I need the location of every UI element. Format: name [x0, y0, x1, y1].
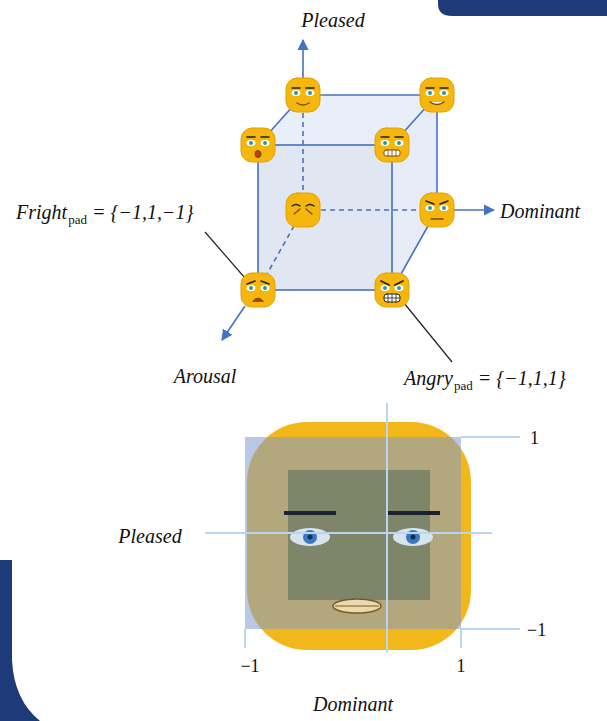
emotion-face-part-part [388, 150, 396, 156]
subscript-label: pad [454, 378, 473, 394]
emotion-face-part-part [286, 193, 320, 227]
face-parameter-grid [205, 403, 520, 652]
face-parameter-grid-part-part [244, 629, 246, 648]
face-parameter-grid-part-part [461, 628, 520, 630]
pad-cube-part-part [303, 94, 437, 96]
tick-label: −1 [240, 656, 259, 677]
emotion-face-part-part [431, 218, 443, 219]
emotion-face-part-part [420, 78, 454, 112]
emotion-face-part-part [375, 273, 409, 307]
tick-label: 1 [457, 656, 466, 677]
face-parameter-grid-part [288, 470, 430, 600]
pad-cube-part-part [258, 95, 437, 290]
face-parameter-grid-part [411, 535, 416, 540]
tick-label-group: −1 [527, 620, 546, 641]
face-parameter-grid-part-part [205, 532, 492, 534]
face-parameter-grid-part [284, 511, 440, 515]
emotion-face-part-part [381, 136, 403, 138]
pad-cube-part [392, 95, 437, 290]
emotion-face-part-part [384, 294, 400, 302]
emotion-face-part-part [292, 205, 314, 207]
pad-cube-part-part [302, 40, 304, 78]
axis-label: Dominant [500, 200, 580, 223]
emotion-label: = {−1,1,−1} [92, 201, 193, 224]
tick-label-group: 1 [457, 656, 466, 677]
emotion-label: = {−1,1,1} [478, 367, 566, 390]
emotion-face-part-part [384, 294, 400, 302]
pad-cube-part [258, 145, 392, 290]
emotion-face-part-part [241, 128, 275, 162]
face-parameter-grid-part [308, 535, 313, 540]
emotion-label: Angry [404, 367, 453, 390]
face-parameter-grid-part-part [386, 403, 388, 652]
emotion-face-part-part [292, 87, 314, 89]
emotion-face-part-part [426, 87, 448, 89]
axis-label: Arousal [174, 365, 237, 388]
emotion-face-part-part [420, 193, 454, 227]
pad-cube-part [258, 95, 437, 290]
emotion-face-part-part [426, 201, 448, 204]
tick-label: 1 [530, 428, 539, 449]
pad-cube-part-part [222, 306, 245, 340]
emotion-face-part-part [253, 298, 263, 301]
face-parameter-grid-part [333, 599, 381, 613]
pad-cube-part-part-part [303, 209, 437, 211]
emotion-face-part-part [255, 151, 261, 158]
emotion-face-part-part [247, 136, 269, 138]
axis-label: Pleased [118, 525, 181, 548]
emotion-face-part [286, 78, 320, 112]
face-parameter-grid-part [205, 403, 520, 652]
page-decoration-part [438, 0, 607, 16]
axis-label: Pleased [301, 9, 364, 32]
emotion-face-part-part [297, 103, 309, 105]
pad-cube-part-part [205, 232, 245, 278]
emotion-label-group: Frightpad= {−1,1,−1} [16, 201, 193, 224]
emotion-face-part [241, 273, 275, 307]
page-decoration-part [0, 560, 40, 721]
emotion-face-part-part [241, 273, 275, 307]
emotion-face-part [375, 128, 409, 162]
axis-label-group: Pleased [118, 525, 181, 548]
emotion-face-part [420, 78, 454, 112]
pad-cube-part-part [404, 303, 452, 362]
pad-cube-part [205, 232, 452, 362]
axis-label-group: Dominant [313, 693, 393, 716]
tick-label-group: 1 [530, 428, 539, 449]
emotion-face-part-part [381, 281, 403, 285]
emotion-face-part-part [286, 78, 320, 112]
tick-label-group: −1 [240, 656, 259, 677]
axis-label-group: Dominant [500, 200, 580, 223]
axis-label-group: Arousal [174, 365, 237, 388]
emotion-face-part-part [430, 102, 444, 105]
face-parameter-grid-part [393, 528, 433, 546]
face-parameter-grid-part [335, 606, 379, 607]
axis-label-group: Pleased [301, 9, 364, 32]
pad-cube-part [222, 40, 494, 340]
emotion-label: Fright [16, 201, 67, 224]
emotion-face-part-part [294, 209, 312, 214]
emotion-face-part-part [247, 281, 269, 284]
tick-label: −1 [527, 620, 546, 641]
face-parameter-grid-part-part [461, 436, 520, 438]
face-parameter-grid-part [290, 528, 330, 546]
emotion-label-group: Angrypad= {−1,1,1} [404, 367, 566, 390]
emotion-face-part-part [375, 128, 409, 162]
pad-cube-part-part [258, 145, 392, 290]
pad-cube [205, 40, 494, 362]
emotion-face-part [286, 193, 320, 227]
emotion-face [241, 78, 454, 307]
subscript-label: pad [68, 212, 87, 228]
emotion-face-part [241, 128, 275, 162]
emotion-face-part [420, 193, 454, 227]
emotion-face-part [375, 273, 409, 307]
axis-label: Dominant [313, 693, 393, 716]
emotion-face-part-part [384, 150, 400, 156]
face-parameter-grid-part-part [460, 629, 462, 648]
pad-cube-part-part [454, 209, 494, 211]
